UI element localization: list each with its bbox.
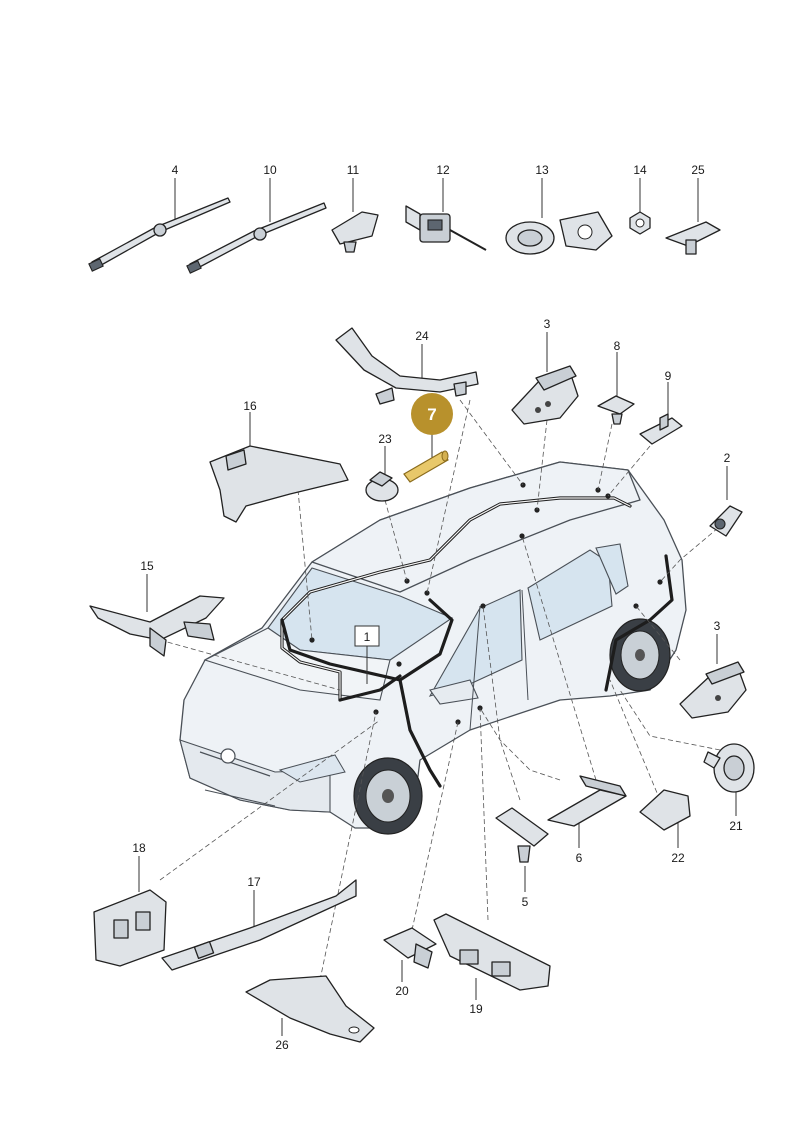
part-clip-11 [331, 178, 379, 253]
part-bracket-25 [665, 178, 721, 255]
part-nozzle-3b [679, 634, 747, 719]
part-bracket-18 [93, 856, 167, 967]
part-tube-7 [403, 432, 449, 483]
wiring-harness [280, 482, 674, 788]
callout-25: 25 [691, 163, 705, 177]
callout-26: 26 [275, 1038, 289, 1052]
callout-3-top: 3 [544, 317, 551, 331]
callout-8: 8 [614, 339, 621, 353]
callout-19: 19 [469, 1002, 483, 1016]
part-bracket-26 [245, 975, 375, 1043]
part-cable-tie-4 [88, 178, 231, 272]
part-bracket-9 [639, 382, 683, 445]
part-nut-14 [629, 178, 651, 235]
callout-5: 5 [522, 895, 529, 909]
highlight-circle [411, 393, 453, 435]
part-cover-16 [209, 412, 349, 523]
callout-21: 21 [729, 819, 743, 833]
part-clip-5 [495, 807, 549, 892]
callout-3-bottom: 3 [714, 619, 721, 633]
callout-20: 20 [395, 984, 409, 998]
callout-23: 23 [378, 432, 392, 446]
callout-10: 10 [263, 163, 277, 177]
part-cable-tie-10 [186, 178, 327, 274]
callout-6: 6 [576, 851, 583, 865]
part-bracket-19 [433, 913, 551, 1000]
dashed-leaders [159, 399, 721, 981]
part-guide-24 [335, 327, 479, 405]
part-channel-17 [161, 879, 357, 971]
part-bracket-13 [505, 178, 613, 255]
callout-17: 17 [247, 875, 261, 889]
part-harness-1 [354, 625, 380, 684]
car-body [179, 461, 687, 835]
callout-labels: 4 10 11 12 13 14 25 24 3 8 9 16 23 2 15 … [132, 163, 743, 1052]
callout-14: 14 [633, 163, 647, 177]
part-clip-20 [383, 927, 437, 982]
part-grommet-21 [703, 743, 755, 816]
part-nozzle-3a [511, 332, 579, 425]
callout-18: 18 [132, 841, 146, 855]
callout-2: 2 [724, 451, 731, 465]
part-bracket-6 [547, 775, 627, 848]
callout-22: 22 [671, 851, 685, 865]
part-clip-8 [597, 352, 635, 425]
callout-12: 12 [436, 163, 450, 177]
callout-16: 16 [243, 399, 257, 413]
callout-15: 15 [140, 559, 154, 573]
highlight-callout: 7 [411, 393, 453, 435]
callout-4: 4 [172, 163, 179, 177]
part-bracket-15 [89, 574, 225, 657]
part-clip-2 [709, 466, 743, 537]
highlight-label: 7 [427, 405, 436, 424]
callout-9: 9 [665, 369, 672, 383]
callout-13: 13 [535, 163, 549, 177]
part-holder-12 [405, 178, 487, 251]
callout-11: 11 [347, 163, 360, 177]
part-grommet-22 [639, 789, 691, 848]
part-grommet-23 [365, 446, 399, 502]
callout-1: 1 [364, 630, 371, 644]
callout-24: 24 [415, 329, 429, 343]
